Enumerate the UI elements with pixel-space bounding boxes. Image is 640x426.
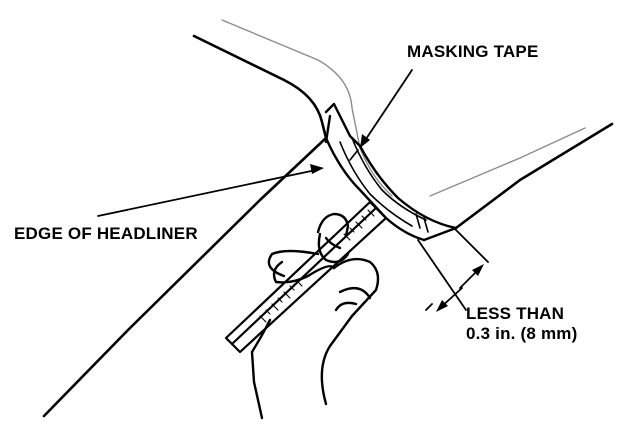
body-outline (221, 19, 586, 197)
roof-edge (192, 34, 328, 140)
hand (250, 212, 380, 420)
less-than-label: LESS THAN (466, 304, 565, 323)
masking-tape-strip (339, 137, 429, 233)
leader-lines (97, 69, 413, 217)
pillar-edge (42, 122, 614, 418)
masking-tape-label: MASKING TAPE (407, 42, 539, 61)
dimension-arrowheads (436, 264, 484, 312)
leader-arrowheads (310, 134, 370, 174)
measurement-label: 0.3 in. (8 mm) (466, 324, 578, 343)
edge-of-headliner-label: EDGE OF HEADLINER (14, 224, 198, 243)
